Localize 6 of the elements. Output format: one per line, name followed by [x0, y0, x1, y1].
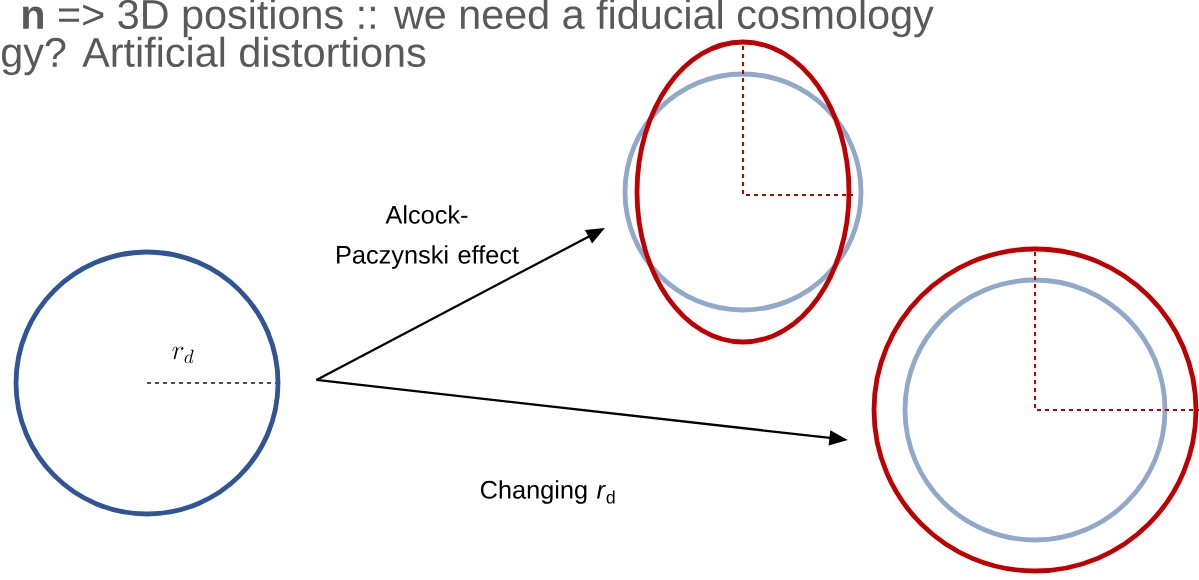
- edge-label: Alcock-Paczynski effect: [337, 205, 519, 269]
- circles-drawing: [871, 246, 1199, 574]
- heading-text: gy? Artificial distortions: [2, 36, 426, 76]
- ellipse-drawing: [622, 39, 864, 345]
- edge-label: Changing r$_{d}$: [480, 480, 615, 504]
- radius-label: $r_d$: [172, 346, 194, 364]
